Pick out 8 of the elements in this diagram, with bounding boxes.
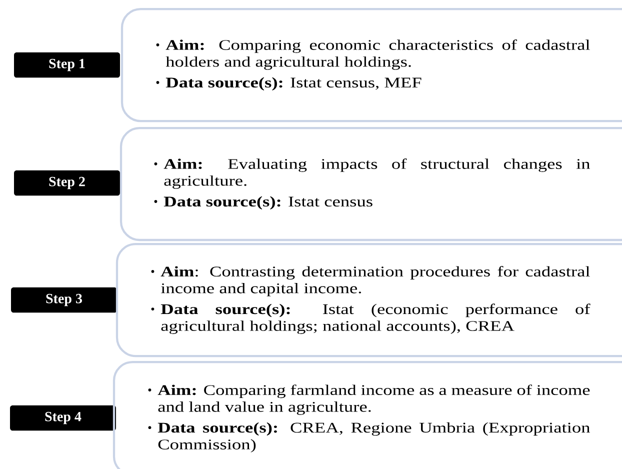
description-box: Aim: Comparing farmland income as a measure of income and land value in agriculture. Data source(s): CREA, Regione Umbria (Expropriation Commission) [112,360,622,469]
step-label: Step 1 [14,52,120,78]
description-box: Aim: Evaluating impacts of structural changes in agriculture. Data source(s): Istat census [120,126,622,242]
description-box: Aim: Comparing economic characteristics of cadastral holders and agricultural holdings. Data source(s): Istat census, MEF [120,8,622,122]
step-label: Step 4 [10,405,116,431]
description-box: Aim: Contrasting determination procedures for cadastral income and capital income. Data source(s): Istat (economic performance of agricultural holdings; national accounts), CREA [116,242,622,358]
step-label: Step 3 [11,287,117,313]
step-label: Step 2 [14,170,120,196]
